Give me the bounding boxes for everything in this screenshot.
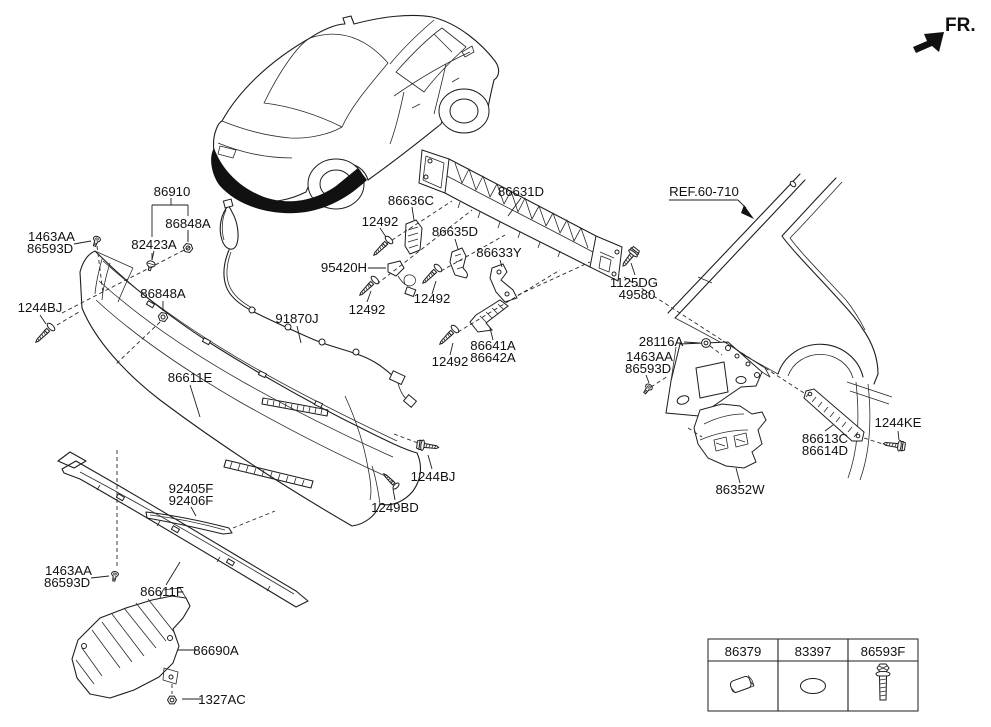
part-label-86593d-right[interactable]: 86593D — [625, 361, 671, 376]
front-direction-label: FR. — [945, 15, 976, 36]
part-label-1249bd[interactable]: 1249BD — [371, 500, 419, 515]
part-label-1244ke[interactable]: 1244KE — [875, 415, 922, 430]
part-label-95420h[interactable]: 95420H — [321, 260, 367, 275]
flange-bolt-86593f-icon — [876, 664, 890, 700]
screw-12492-icon-2 — [355, 274, 381, 300]
hardware-reference-table: 86379 83397 86593F — [708, 639, 918, 711]
oval-grommet-83397-icon — [801, 679, 826, 694]
sensor-bracket-95420h-drawing — [388, 261, 416, 296]
fastener-icons — [31, 234, 907, 705]
part-label-86611e[interactable]: 86611E — [168, 370, 213, 385]
part-label-1463aa-topleft[interactable]: 1463AA — [28, 229, 75, 244]
bumper-lower-molding-drawing — [58, 452, 308, 607]
part-label-86593d-topleft[interactable]: 86593D — [27, 241, 73, 256]
assembly-dashed-lines — [57, 201, 886, 694]
label-leader-lines — [40, 198, 899, 699]
part-label-86641a[interactable]: 86641A — [470, 338, 516, 353]
under-cover-drawing — [72, 588, 190, 698]
part-label-12492-2[interactable]: 12492 — [349, 302, 386, 317]
part-label-92405f[interactable]: 92405F — [169, 481, 214, 496]
vehicle-rear-three-quarter-illustration — [211, 15, 499, 214]
part-label-12492-1[interactable]: 12492 — [362, 214, 399, 229]
bracket-86635d-drawing — [450, 248, 467, 278]
bolt-1244bj-right-icon — [415, 438, 440, 454]
part-label-86611f[interactable]: 86611F — [140, 584, 184, 599]
part-label-12492-3[interactable]: 12492 — [414, 291, 451, 306]
bolt-1244ke-icon — [882, 437, 907, 453]
nut-1327ac-icon — [167, 695, 177, 705]
rear-bumper-cover-drawing — [80, 251, 420, 526]
rear-reflector-strip-drawing — [146, 512, 232, 534]
part-label-86631d[interactable]: 86631D — [498, 184, 544, 199]
bumper-wiring-harness-drawing — [220, 199, 416, 407]
screw-1463aa-right-icon — [641, 382, 654, 396]
table-header-86379[interactable]: 86379 — [725, 644, 762, 659]
part-label-86352w[interactable]: 86352W — [715, 482, 765, 497]
screw-1463aa-bottomleft-icon — [109, 570, 120, 583]
part-number-labels: 86910 86848A 82423A 1463AA 86593D 1244BJ… — [18, 184, 922, 707]
table-header-83397[interactable]: 83397 — [795, 644, 832, 659]
part-label-28116a[interactable]: 28116A — [639, 334, 684, 349]
reference-label-60-710[interactable]: REF.60-710 — [669, 184, 739, 199]
screw-1244bj-left-icon — [31, 321, 57, 347]
bumper-garnish-slot-upper — [262, 398, 328, 416]
part-label-1463aa-bottomleft[interactable]: 1463AA — [45, 563, 92, 578]
part-label-49580[interactable]: 49580 — [619, 287, 656, 302]
part-label-86613c[interactable]: 86613C — [802, 431, 849, 446]
screw-1249bd-icon — [380, 470, 401, 491]
part-label-86690a[interactable]: 86690A — [193, 643, 239, 658]
screw-12492-icon-1 — [369, 234, 395, 260]
screw-1463aa-topleft-icon — [90, 234, 102, 248]
part-label-86642a[interactable]: 86642A — [470, 350, 516, 365]
bumper-reinforcement-beam-drawing — [419, 150, 622, 281]
front-direction-indicator: FR. — [913, 15, 976, 53]
part-label-1244bj-left[interactable]: 1244BJ — [18, 300, 63, 315]
part-label-86614d[interactable]: 86614D — [802, 443, 848, 458]
bumper-garnish-slot-lower — [224, 460, 313, 488]
part-label-86593d-bottomleft[interactable]: 86593D — [44, 575, 90, 590]
part-label-82423a[interactable]: 82423A — [131, 237, 177, 252]
part-label-86636c[interactable]: 86636C — [388, 193, 435, 208]
front-direction-arrow-icon — [913, 32, 944, 53]
part-label-1327ac[interactable]: 1327AC — [198, 692, 246, 707]
part-label-1125dg[interactable]: 1125DG — [610, 275, 658, 290]
table-header-86593f[interactable]: 86593F — [861, 644, 906, 659]
part-label-86633y[interactable]: 86633Y — [476, 245, 522, 260]
bracket-86633y-drawing — [490, 264, 517, 302]
part-label-91870j[interactable]: 91870J — [275, 311, 318, 326]
closing-plate-drawing — [694, 404, 766, 468]
part-label-1463aa-right[interactable]: 1463AA — [626, 349, 673, 364]
plug-cap-86379-icon — [729, 675, 754, 694]
rear-combination-lamp-housing-panel-drawing — [666, 341, 770, 416]
nut-86848a-mid-icon — [157, 311, 169, 323]
grommet-28116a-icon — [702, 339, 711, 348]
part-label-86635d[interactable]: 86635D — [432, 224, 478, 239]
screw-12492-icon-4 — [435, 323, 461, 349]
part-label-12492-4[interactable]: 12492 — [432, 354, 469, 369]
part-label-86848a-top[interactable]: 86848A — [165, 216, 211, 231]
clip-82423a-icon — [144, 259, 157, 272]
side-mounting-rail-drawing — [804, 389, 864, 441]
bracket-86636c-drawing — [405, 220, 422, 254]
screw-12492-icon-3 — [418, 262, 444, 288]
quarter-panel-reference-drawing — [668, 174, 892, 480]
part-label-86910[interactable]: 86910 — [154, 184, 191, 199]
part-label-86848a-mid[interactable]: 86848A — [140, 286, 186, 301]
part-label-1244bj-right[interactable]: 1244BJ — [411, 469, 456, 484]
part-label-92406f[interactable]: 92406F — [169, 493, 214, 508]
